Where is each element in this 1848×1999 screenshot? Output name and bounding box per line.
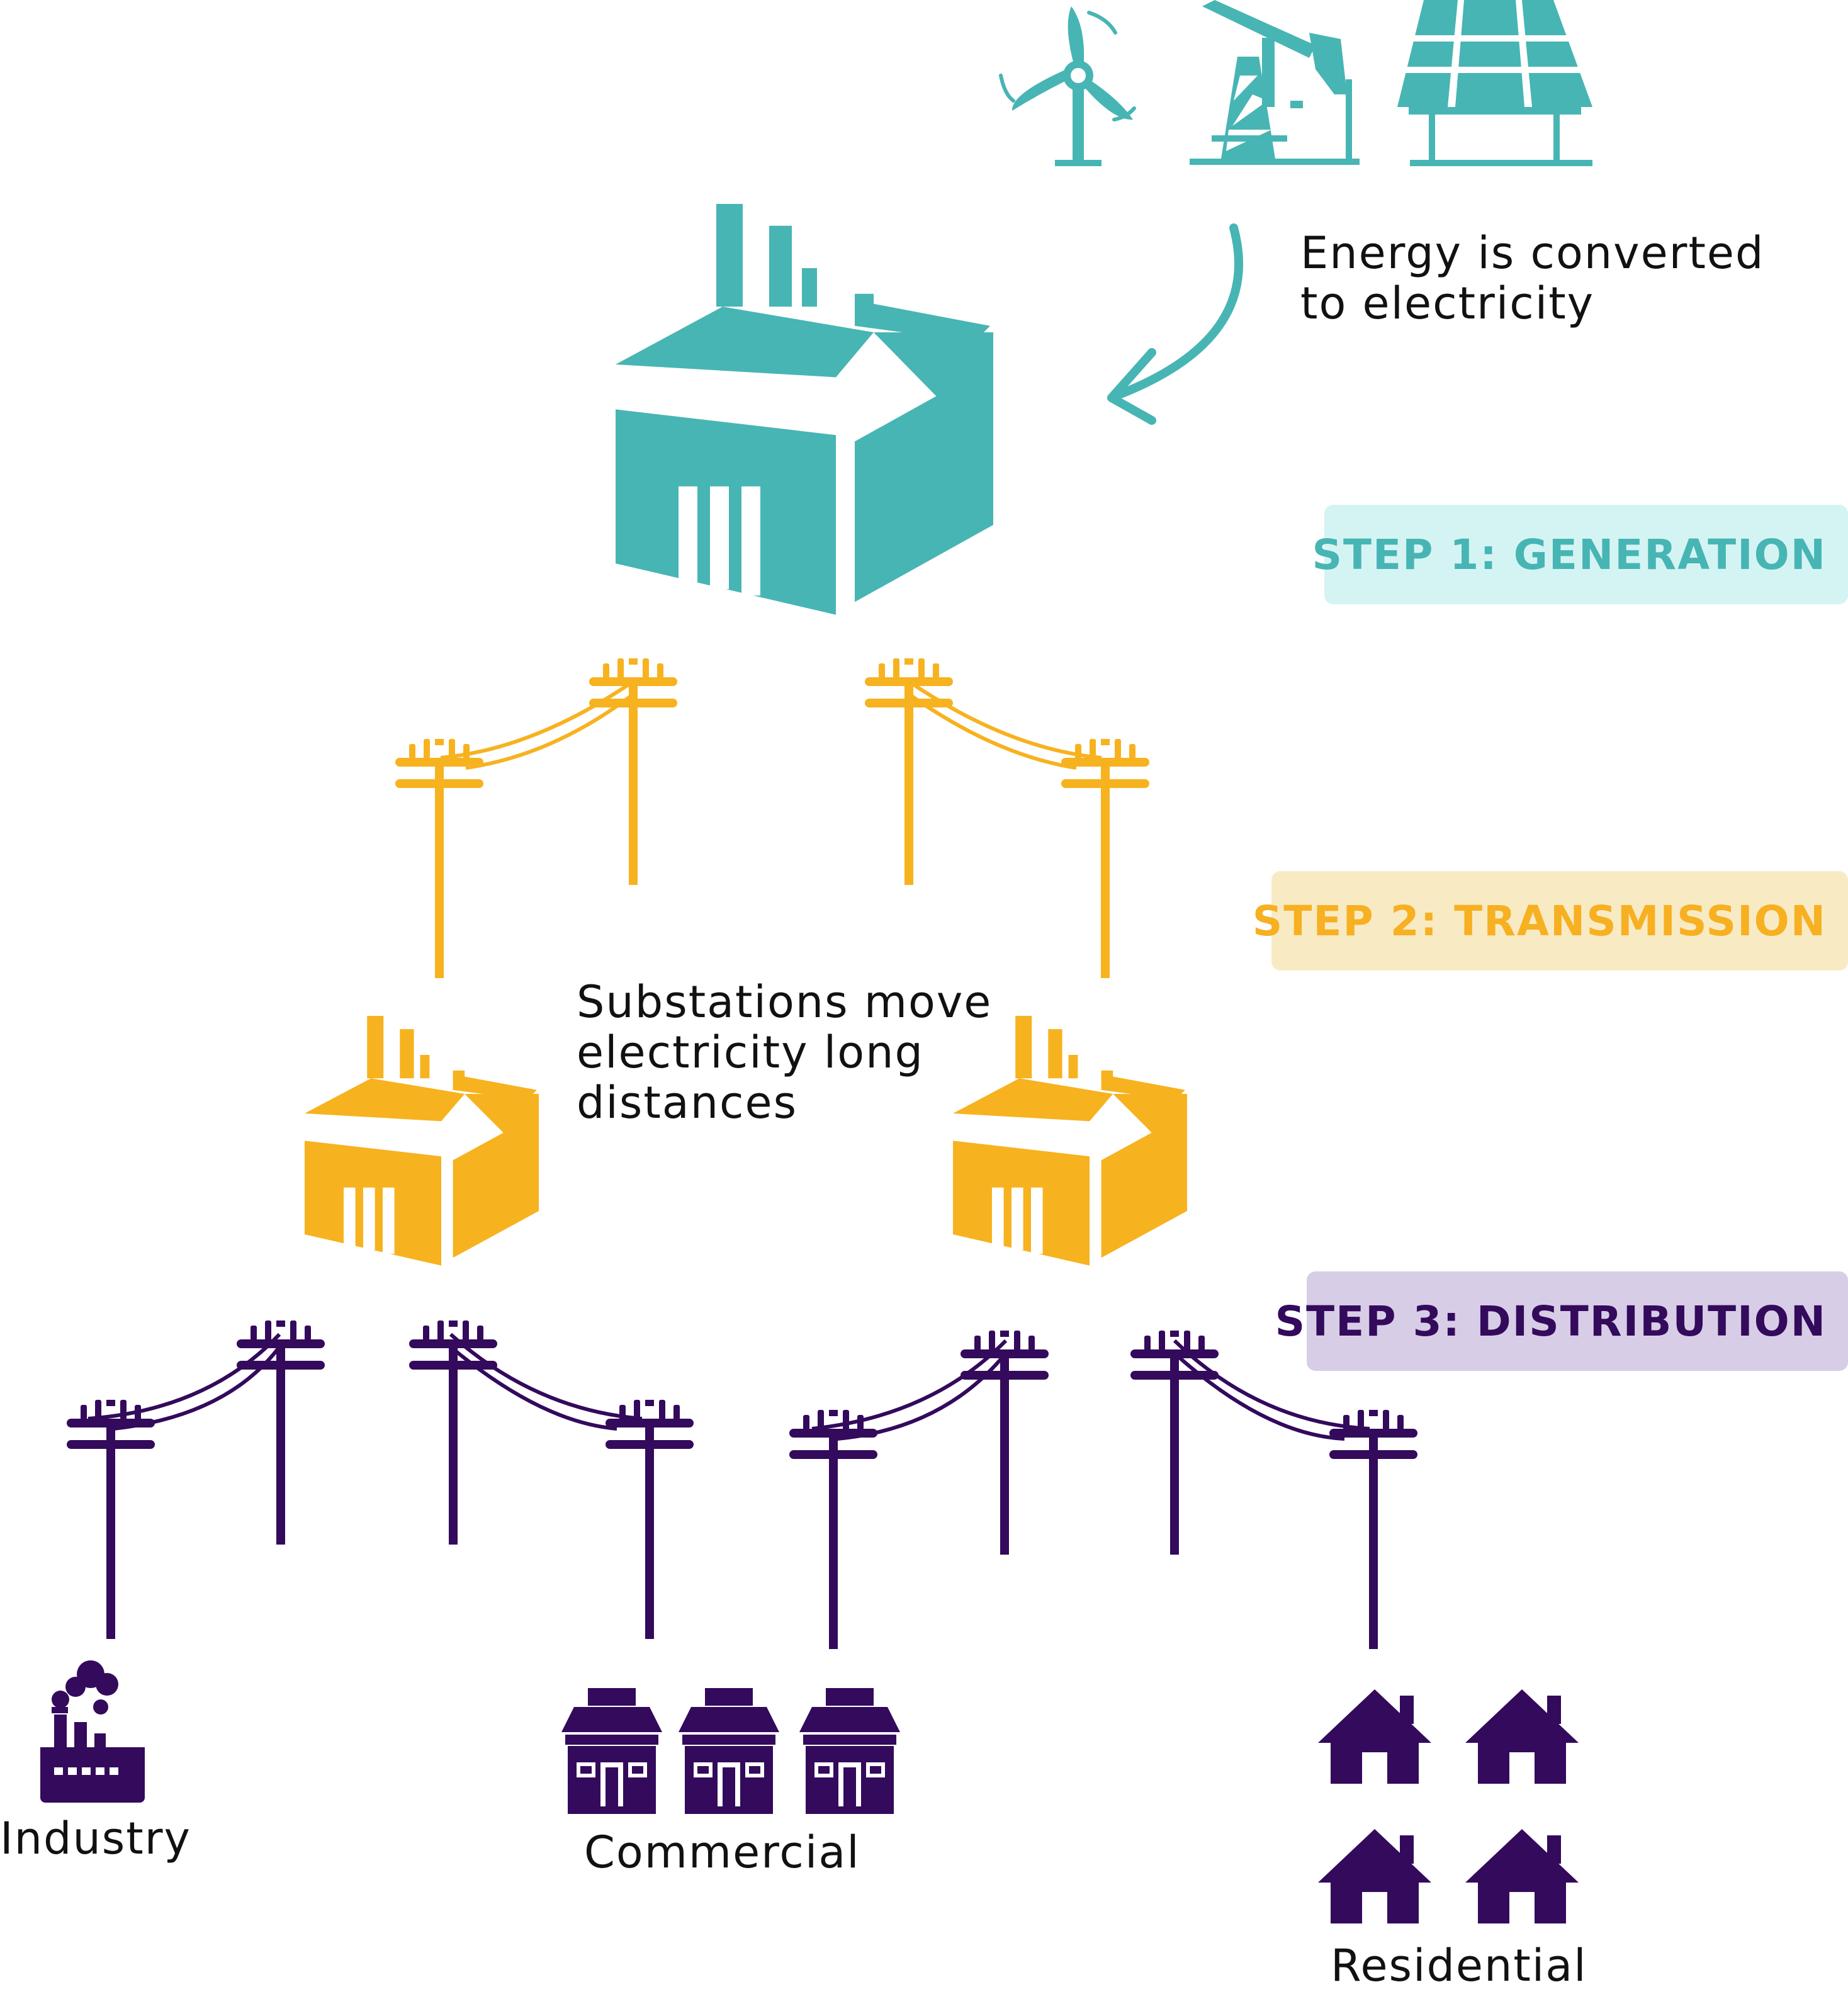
step-3-label: STEP 3: DISTRIBUTION <box>1275 1297 1827 1346</box>
house-icon <box>1318 1689 1579 1923</box>
step-3-badge: STEP 3: DISTRIBUTION <box>1275 1271 1848 1371</box>
wind-turbine-icon <box>999 6 1136 166</box>
transmission-note-line-1: Substations move <box>577 976 993 1028</box>
solar-panel-icon <box>1397 0 1599 166</box>
step-1-badge: STEP 1: GENERATION <box>1312 505 1848 604</box>
transmission-note-line-3: distances <box>577 1077 798 1129</box>
generation-note: Energy is converted to electricity <box>1300 228 1764 329</box>
transmission-note-line-2: electricity long <box>577 1027 924 1078</box>
curved-arrow-icon <box>1107 223 1243 425</box>
oil-pump-icon <box>1190 0 1360 165</box>
utility-pole-icon <box>395 658 1149 978</box>
step-1-label: STEP 1: GENERATION <box>1312 530 1827 579</box>
residential-label: Residential <box>1331 1940 1587 1991</box>
generation-note-line-2: to electricity <box>1300 278 1595 329</box>
industry-label: Industry <box>0 1813 191 1864</box>
transmission-note: Substations move electricity long distan… <box>577 977 992 1128</box>
commercial-label: Commercial <box>584 1827 860 1878</box>
generation-note-line-1: Energy is converted <box>1300 227 1765 279</box>
factory-icon <box>40 1660 145 1803</box>
utility-pole-icon <box>67 1320 1417 1649</box>
transmission-lines <box>440 678 1102 770</box>
step-2-badge: STEP 2: TRANSMISSION <box>1253 871 1848 971</box>
shop-icon <box>561 1688 900 1814</box>
power-plant-icon <box>616 204 993 615</box>
step-2-label: STEP 2: TRANSMISSION <box>1252 896 1827 945</box>
